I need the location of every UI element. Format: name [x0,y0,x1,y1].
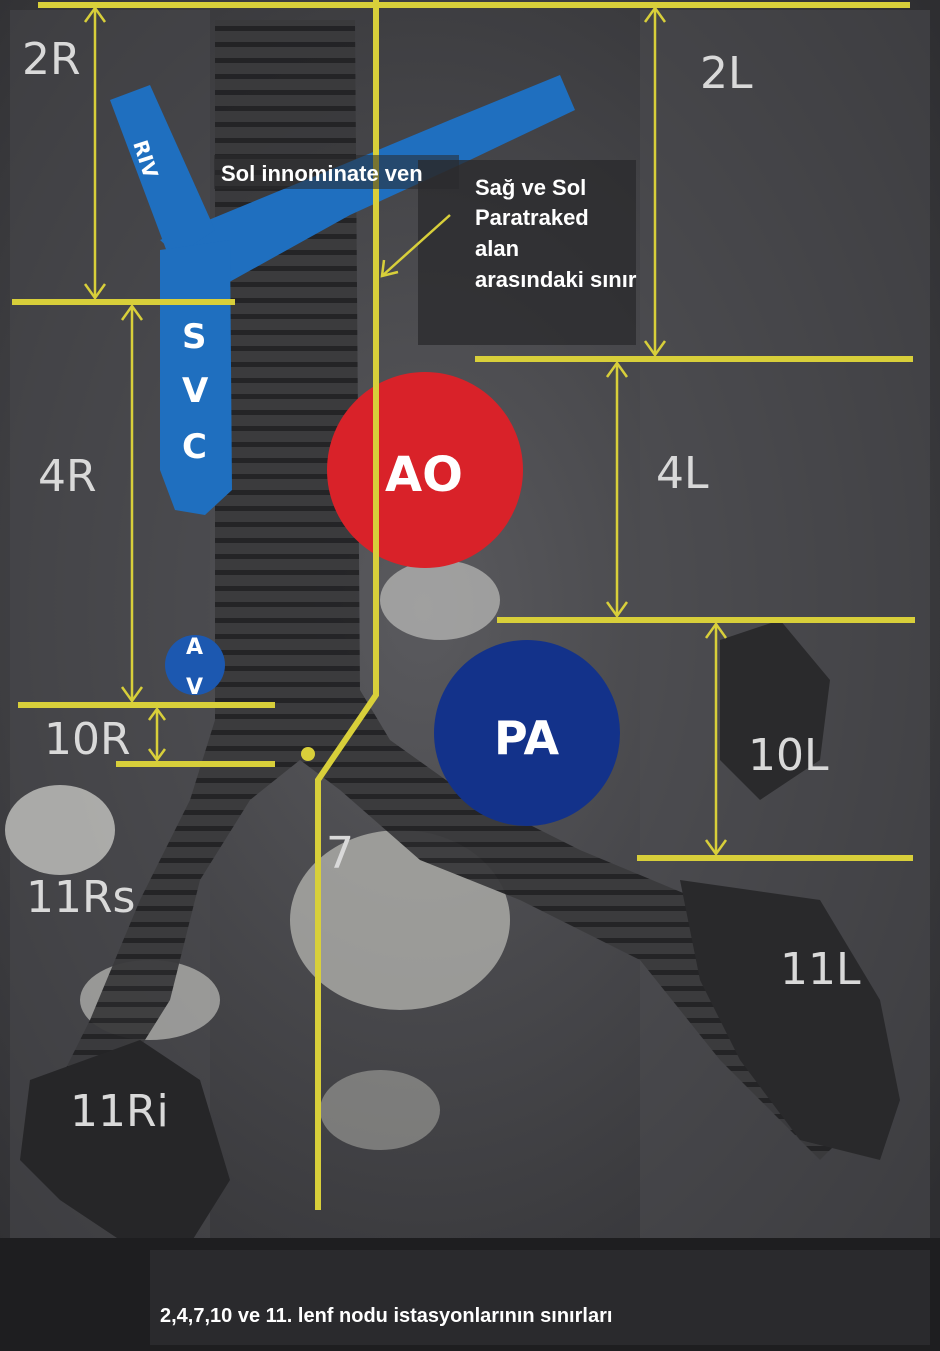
station-label-11Ri: 11Ri [70,1086,169,1137]
station-label-7: 7 [326,828,354,879]
arrow-2L-head-bottom [643,340,667,358]
caption-inner [150,1250,930,1345]
annotation-boundary-line-4: arasındaki sınır [475,267,637,292]
vessel-label-ao: AO [385,447,463,503]
annotation-boundary-line-3: alan [475,236,519,261]
arrow-4L-head-bottom [605,601,629,619]
innominate-label-backing [214,155,459,189]
arrow-10L-head-top [704,621,728,639]
station-label-11Rs: 11Rs [26,872,135,923]
right-innominate-vein [110,85,215,260]
vessel-label-svc-v: V [182,371,209,411]
vessel-label-svc-c: C [182,427,207,467]
vessel-label-av-v: V [186,675,203,700]
boundary-lines [12,0,915,1210]
arrow-4R-head-bottom [120,686,144,704]
pointer-arrow-boundary [381,214,451,277]
station-label-10R: 10R [44,714,131,765]
superior-vena-cava [160,240,232,515]
pulmonary-artery [434,640,620,826]
mediastinal-tissue [290,830,510,1010]
carina-dot [301,747,315,761]
vessel-label-av-a: A [186,635,203,660]
arrow-10L-head-bottom [704,839,728,857]
annotation-boundary-line-1: Sağ ve Sol [475,175,586,200]
vessel-label-svc-s: S [182,317,207,357]
annotation-box [418,160,636,345]
arrow-10R-head-top [147,706,167,721]
left-upper-bronchus [720,620,830,800]
subcarinal-tissue [320,1070,440,1150]
station-label-4L: 4L [656,448,709,499]
midline-paratracheal-boundary [315,0,379,1210]
right-lower-bronchi [20,1040,230,1260]
trachea [40,20,860,1160]
annotation-left-innominate-vein: Sol innominate ven [221,161,423,186]
arrow-2L-head-top [643,5,667,23]
station-label-10L: 10L [748,730,829,781]
left-lower-bronchi [680,880,900,1160]
aortic-shadow [380,560,500,640]
arrow-2R-head-bottom [83,283,107,301]
figure-caption: 2,4,7,10 ve 11. lenf nodu istasyonlarını… [160,1305,612,1327]
vessel-label-pa: PA [494,711,559,765]
pointer-arrow-head [380,259,399,278]
azygos-vein [165,635,225,695]
station-label-2L: 2L [700,48,753,99]
hilar-tissue-left [5,785,115,875]
annotation-boundary-line-2: Paratraked [475,205,589,230]
dimension-arrows [83,5,728,857]
arrow-4R-head-top [120,303,144,321]
arrow-10R-head-bottom [147,748,167,763]
station-label-11L: 11L [780,944,861,995]
arrow-4L-head-top [605,360,629,378]
station-label-4R: 4R [38,451,97,502]
station-label-2R: 2R [22,34,81,85]
arrow-2R-head-top [83,5,107,23]
